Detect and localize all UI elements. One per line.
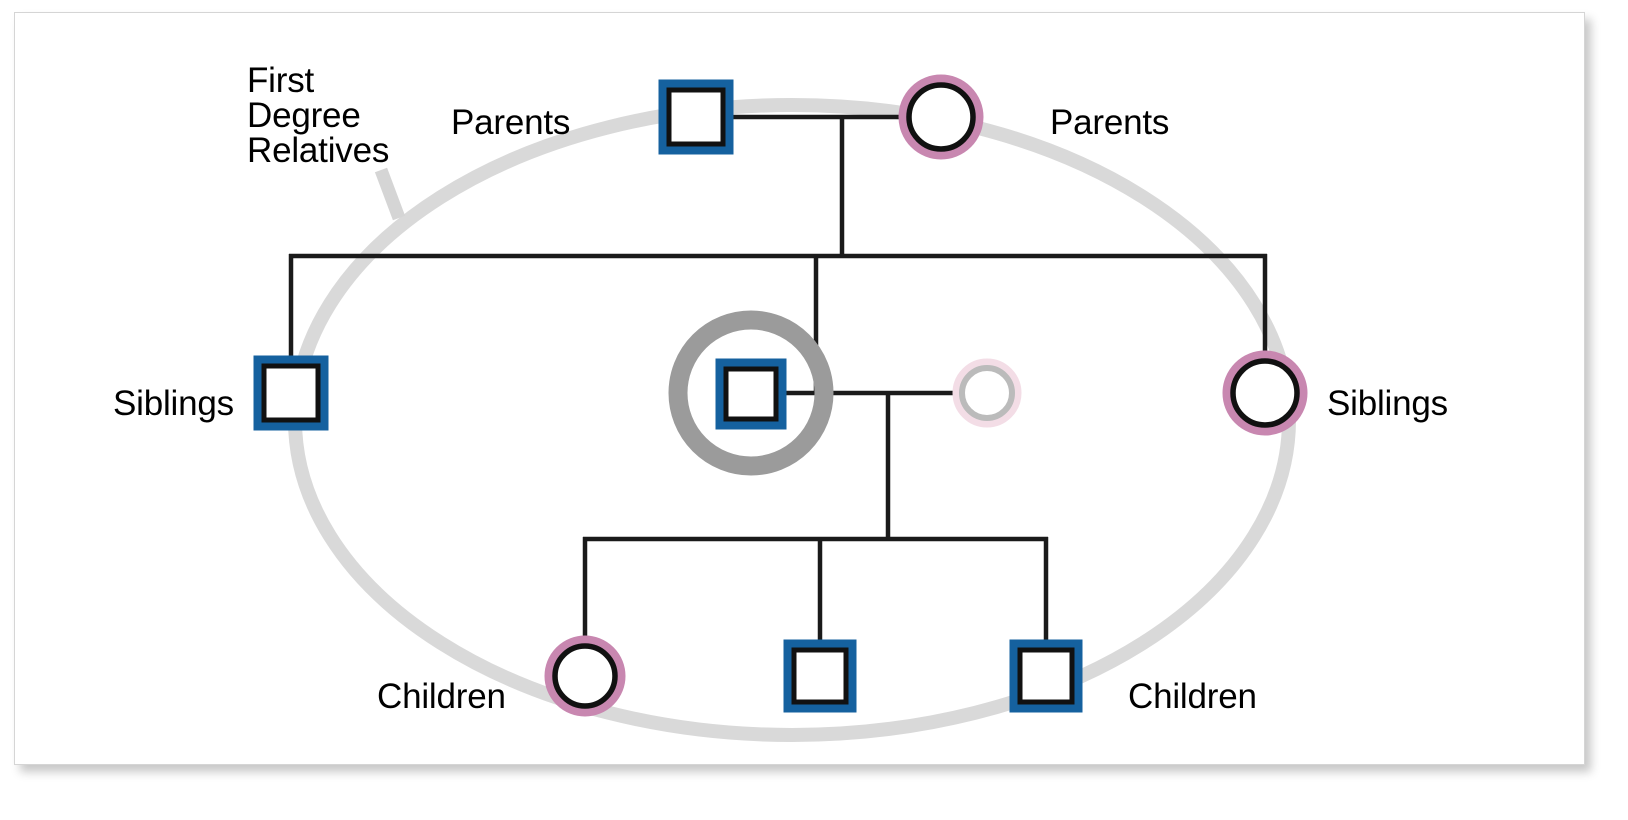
female-circle-inner-spouse-faded [959, 365, 1015, 421]
individual-spouse-faded[interactable] [952, 358, 1022, 428]
individual-proband[interactable] [715, 358, 787, 430]
grouping-leader-tick [374, 167, 406, 221]
male-square-inner-child-2 [791, 647, 849, 705]
male-square-inner-father [666, 87, 726, 147]
individual-child-3[interactable] [1009, 639, 1083, 713]
male-square-inner-proband [723, 366, 779, 422]
female-circle-inner-child-1 [552, 643, 618, 709]
individual-sibling-right[interactable] [1222, 350, 1308, 436]
label-parents-right: Parents [1050, 103, 1170, 142]
male-square-inner-child-3 [1017, 647, 1075, 705]
female-circle-inner-sibling-right [1230, 358, 1300, 428]
label-children-left: Children [377, 677, 506, 716]
label-siblings-left: Siblings [113, 384, 234, 423]
individual-child-2[interactable] [783, 639, 857, 713]
label-siblings-right: Siblings [1327, 384, 1448, 423]
individual-child-1[interactable] [544, 635, 626, 717]
label-children-right: Children [1128, 677, 1257, 716]
connector-lines [288, 114, 1268, 646]
individual-father[interactable] [658, 79, 734, 155]
individual-mother[interactable] [898, 74, 984, 160]
female-circle-inner-mother [906, 82, 976, 152]
individual-sibling-left[interactable] [253, 355, 329, 431]
label-parents-left: Parents [451, 103, 571, 142]
label-first-degree-relatives: First Degree Relatives [247, 61, 390, 170]
male-square-inner-sibling-left [261, 363, 321, 423]
proband-ring-icon [668, 310, 834, 476]
